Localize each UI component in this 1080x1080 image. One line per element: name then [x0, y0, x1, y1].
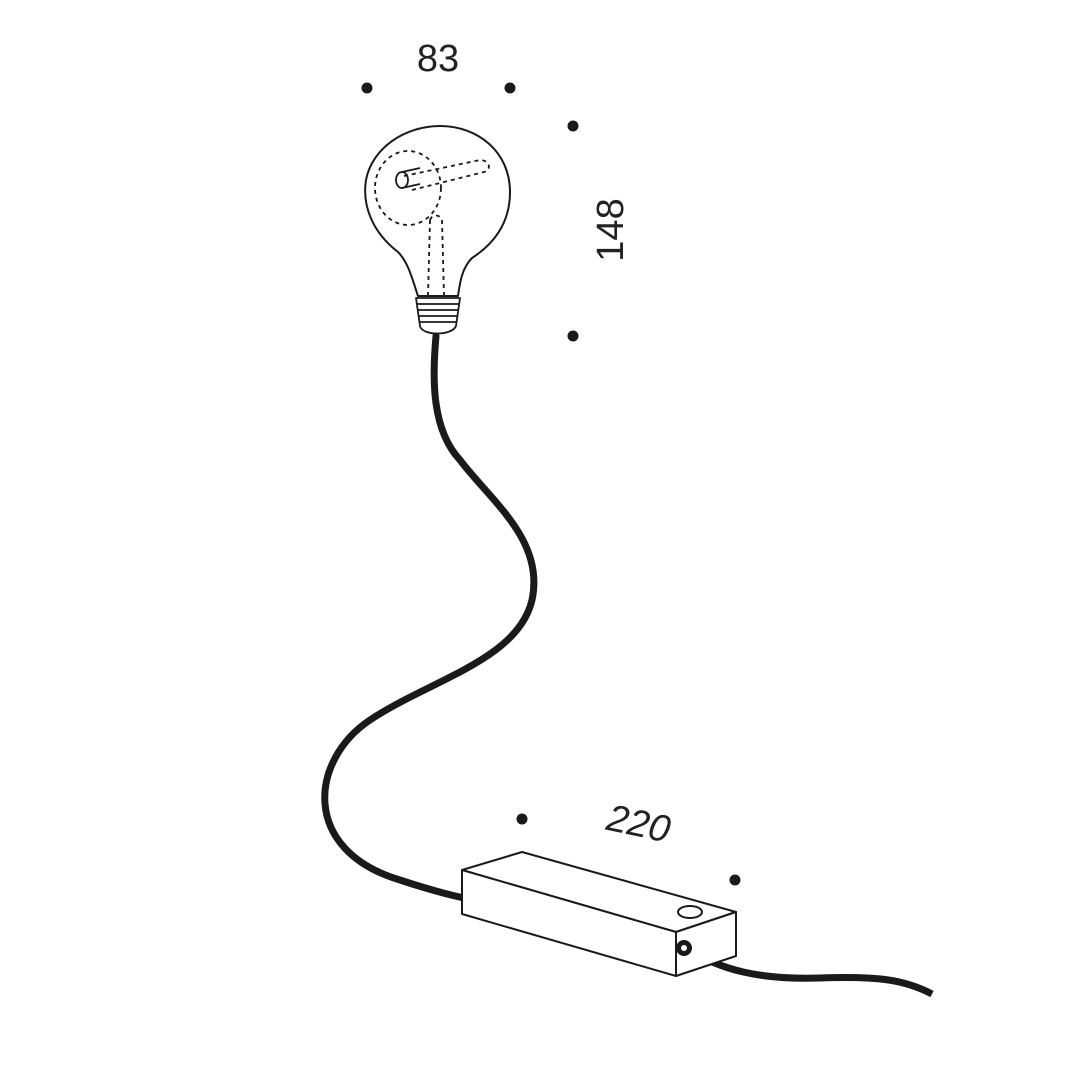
height-dot-bottom: [567, 330, 579, 342]
width-dot-left: [361, 82, 373, 94]
cable-grommet-inner: [681, 945, 687, 951]
bulb-height-label: 148: [590, 198, 632, 261]
light-bulb: [364, 125, 511, 335]
bulb-glass: [364, 125, 511, 297]
output-cable: [684, 945, 934, 998]
bulb-width-label: 83: [417, 38, 459, 80]
filament-rod: [403, 159, 490, 191]
transformer-end: [675, 911, 737, 977]
bulb-base: [415, 297, 461, 335]
dimension-dots: [361, 82, 741, 886]
width-dot-right: [504, 82, 516, 94]
filament-head: [395, 171, 409, 189]
filament-body: [401, 167, 421, 189]
power-cable: [321, 332, 538, 902]
filament-stem: [427, 214, 445, 297]
transformer-switch: [677, 905, 703, 919]
bulb-filament: [374, 150, 490, 297]
length-dot-right: [729, 874, 741, 886]
length-dot-left: [516, 813, 528, 825]
transformer-length-label: 220: [602, 797, 674, 851]
filament-loop: [374, 150, 442, 226]
height-dot-top: [567, 120, 579, 132]
transformer-box: [461, 851, 737, 977]
